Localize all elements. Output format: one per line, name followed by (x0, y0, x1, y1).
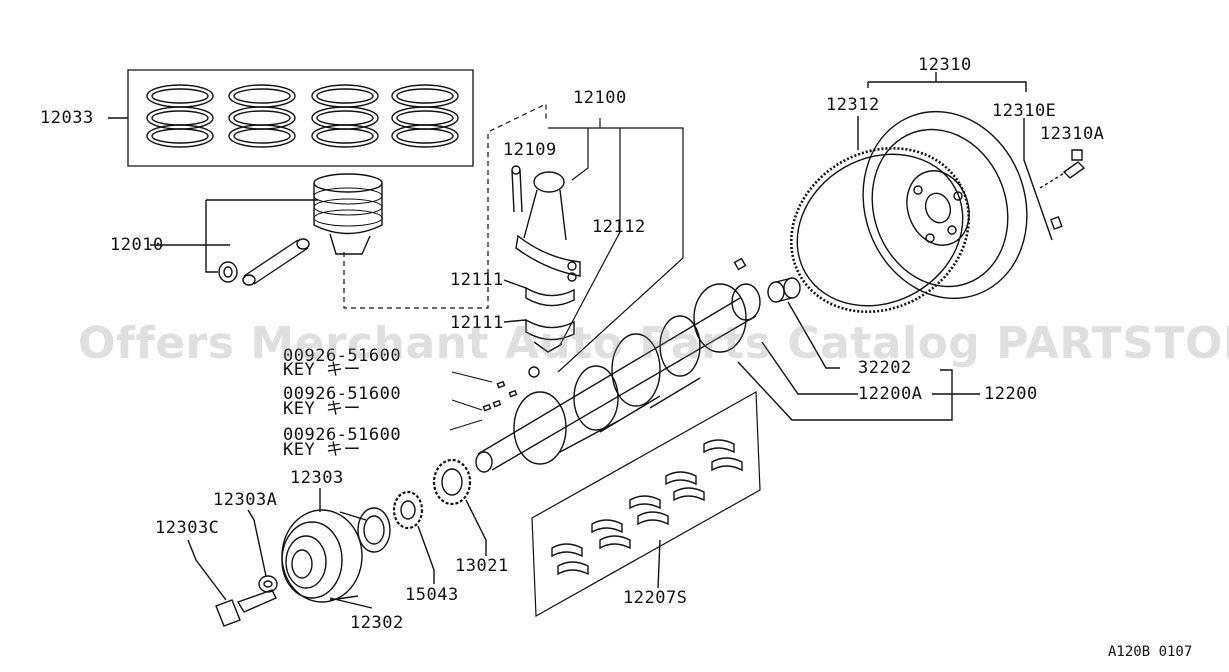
keys[interactable] (483, 382, 516, 411)
label-flywheel-e[interactable]: 12310E (992, 101, 1057, 121)
label-pulley-bolt[interactable]: 12303C (155, 518, 220, 538)
dowel-pin[interactable] (1051, 217, 1062, 229)
label-bearing-lower[interactable]: 12111 (450, 313, 504, 333)
label-pilot-bushing[interactable]: 32202 (858, 358, 912, 378)
piston-assembly[interactable] (219, 174, 382, 285)
label-rod-bolt[interactable]: 12109 (503, 140, 557, 160)
diagram-code: A120B 0107 (1108, 644, 1193, 660)
label-pulley[interactable]: 12303 (290, 468, 344, 488)
label-flywheel[interactable]: 12310 (918, 55, 972, 75)
label-ring-gear[interactable]: 12312 (826, 95, 880, 115)
label-main-bearings[interactable]: 12207S (623, 588, 688, 608)
ring-gear[interactable] (761, 116, 998, 343)
ring-set-2 (229, 85, 295, 147)
piston-rings-group[interactable] (128, 70, 473, 166)
pulley-washer[interactable] (259, 576, 277, 592)
pulley-bolt[interactable] (216, 590, 276, 626)
ring-set-3 (312, 85, 378, 147)
label-key3-name: KEY キー (283, 440, 361, 460)
ring-set-1 (147, 85, 213, 147)
label-pulley-hub[interactable]: 12302 (350, 613, 404, 633)
label-crankshaft-a[interactable]: 12200A (858, 384, 923, 404)
label-piston[interactable]: 12010 (110, 235, 164, 255)
label-rings[interactable]: 12033 (40, 108, 94, 128)
label-rod-nut[interactable]: 12112 (592, 217, 646, 237)
flywheel-bolt[interactable] (1064, 150, 1084, 178)
label-key1-part[interactable]: 00926-51600 (283, 346, 402, 366)
pulley-washer-plate[interactable] (358, 508, 390, 552)
crank-gear[interactable] (434, 460, 470, 504)
pilot-bushing[interactable] (768, 278, 800, 302)
label-flywheel-bolt[interactable]: 12310A (1040, 124, 1105, 144)
crank-pulley[interactable] (282, 510, 366, 602)
label-key3-part[interactable]: 00926-51600 (283, 425, 402, 445)
crankshaft[interactable] (476, 259, 760, 472)
sprocket[interactable] (394, 492, 422, 528)
label-pulley-washer[interactable]: 12303A (213, 490, 278, 510)
label-key1-name: KEY キー (283, 360, 361, 380)
ring-set-4 (392, 85, 458, 147)
label-key2-part[interactable]: 00926-51600 (283, 384, 402, 404)
label-gear[interactable]: 13021 (455, 556, 509, 576)
label-sprocket[interactable]: 15043 (405, 585, 459, 605)
rod-bearing-lower[interactable] (526, 320, 574, 352)
label-crankshaft[interactable]: 12200 (984, 384, 1038, 404)
connecting-rod[interactable] (512, 166, 580, 281)
rod-bearing-upper[interactable] (526, 288, 574, 306)
flywheel[interactable] (837, 88, 1052, 321)
label-bearing-upper[interactable]: 12111 (450, 270, 504, 290)
label-rod-assembly[interactable]: 12100 (573, 88, 627, 108)
main-bearing-set[interactable] (532, 392, 760, 616)
label-key2-name: KEY キー (283, 399, 361, 419)
